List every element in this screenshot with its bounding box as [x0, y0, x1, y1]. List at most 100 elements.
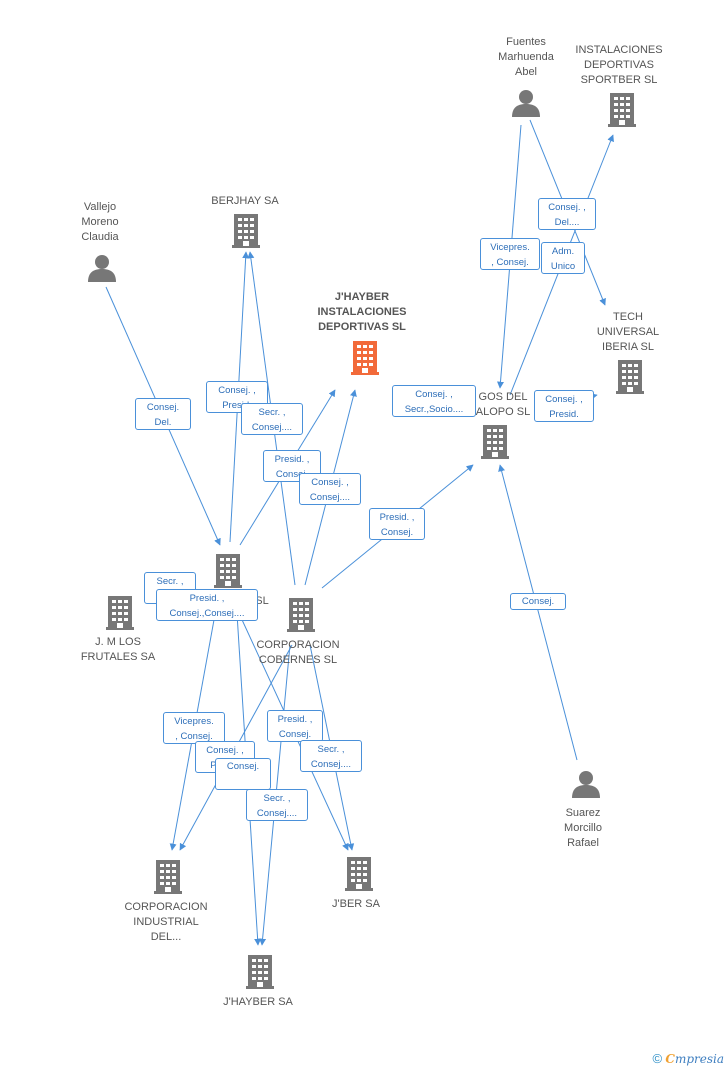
building-icon[interactable]	[232, 214, 260, 248]
node-label-line: J'HAYBER	[334, 291, 390, 303]
relation-role-text: Presid. ,	[379, 512, 415, 523]
relation-role-label[interactable]: Consej. , Del....	[538, 198, 596, 230]
relation-role-label[interactable]: Consej.	[510, 593, 566, 610]
relation-role-text: , Consej.	[175, 731, 213, 742]
node-label-line: INSTALACIONES	[317, 306, 407, 318]
company-name-label[interactable]: TECH UNIVERSAL IBERIA SL	[597, 310, 659, 355]
relation-role-text: Consej. ,	[548, 202, 586, 213]
node-label-line: COBERNES SL	[258, 654, 338, 666]
company-name-label[interactable]: J'BER SA	[332, 897, 380, 912]
relation-role-label[interactable]: Consej. Del.	[135, 398, 191, 430]
relation-role-text: Secr.,Socio....	[404, 404, 464, 415]
node-label-line: DEPORTIVAS	[584, 59, 654, 71]
relation-role-text: Presid.	[222, 400, 252, 411]
node-label-line: Suarez	[565, 807, 601, 819]
company-name-label[interactable]: J'HAYBER SA	[223, 995, 293, 1010]
node-label-line: UNIVERSAL	[596, 326, 660, 338]
node-label-line: TECH	[613, 311, 643, 323]
building-icon[interactable]	[106, 596, 134, 630]
relation-role-text: Consej.	[521, 596, 555, 607]
company-name-label[interactable]: GOS DEL ALOPO SL	[476, 390, 530, 420]
building-icon[interactable]	[608, 93, 636, 127]
relation-role-text: Consej....	[309, 492, 351, 503]
relation-role-text: Adm.	[551, 246, 575, 257]
building-icon[interactable]	[246, 955, 274, 989]
node-label-line: Moreno	[81, 216, 119, 228]
relation-role-text: Secr. ,	[263, 793, 291, 804]
relation-role-text: Consej. ,	[545, 394, 583, 405]
building-icon[interactable]	[481, 425, 509, 459]
relation-role-label[interactable]: Secr. , Consej....	[300, 740, 362, 772]
node-label-line: SL	[255, 595, 269, 607]
building-icon[interactable]	[616, 360, 644, 394]
node-label-line: ALOPO SL	[475, 406, 531, 418]
person-icon[interactable]	[88, 255, 116, 282]
relation-role-text: Vicepres.	[174, 716, 214, 727]
relation-role-text: Del....	[554, 217, 580, 228]
relation-role-text: Presid. ,	[274, 454, 310, 465]
relation-role-text: Consej.	[278, 729, 312, 740]
relation-role-text: Unico	[550, 261, 576, 272]
company-name-label[interactable]: BERJHAY SA	[211, 194, 278, 209]
relation-role-label[interactable]: Secr. , Consej....	[241, 403, 303, 435]
node-label-line: Claudia	[81, 231, 119, 243]
relation-role-text: Consej.	[226, 761, 260, 772]
relation-role-label[interactable]: Consej.	[215, 758, 271, 790]
relation-role-label[interactable]: Adm. Unico	[541, 242, 585, 274]
relation-role-label[interactable]: Presid. , Consej.	[267, 710, 323, 742]
relation-role-label[interactable]: Presid. ,Consej.,Consej....	[156, 589, 258, 621]
relation-role-text: Vicepres.	[490, 242, 530, 253]
relation-role-text: Secr. ,	[156, 576, 184, 587]
person-icon[interactable]	[512, 90, 540, 117]
node-label-line: Vallejo	[83, 201, 117, 213]
relation-role-text: , Consej.	[491, 257, 529, 268]
building-icon[interactable]	[287, 598, 315, 632]
building-icon[interactable]	[351, 341, 379, 375]
node-label-line: CORPORACION	[256, 639, 340, 651]
relation-role-label[interactable]: Secr. ,Consej....	[246, 789, 308, 821]
company-name-label[interactable]: SL	[255, 594, 268, 609]
node-label-line: Abel	[514, 66, 538, 78]
node-label-line: J'HAYBER SA	[223, 996, 293, 1008]
person-icon[interactable]	[572, 771, 600, 798]
relation-role-text: Consej....	[251, 422, 293, 433]
node-label-line: GOS DEL	[478, 391, 528, 403]
brand-logo[interactable]: Cmpresia	[665, 1052, 724, 1066]
relation-role-text: Secr. ,	[317, 744, 345, 755]
relation-role-text: Consej. ,	[218, 385, 256, 396]
relation-role-text: Del.	[154, 417, 172, 428]
edge-line	[498, 464, 578, 761]
node-label-line: IBERIA SL	[602, 341, 654, 353]
building-icon[interactable]	[154, 860, 182, 894]
relation-role-label[interactable]: Vicepres. , Consej.	[480, 238, 540, 270]
node-label-line: INDUSTRIAL	[133, 916, 199, 928]
building-icon[interactable]	[214, 554, 242, 588]
relation-role-text: Secr. ,	[258, 407, 286, 418]
relation-role-text: Consej. ,	[311, 477, 349, 488]
node-label-line: Rafael	[567, 837, 599, 849]
relation-role-text: Consej.	[146, 402, 180, 413]
node-label-line: J. M LOS	[95, 636, 141, 648]
relation-role-text: Presid. ,	[189, 593, 225, 604]
building-icon[interactable]	[345, 857, 373, 891]
relation-role-label[interactable]: Consej. , Secr.,Socio....	[392, 385, 476, 417]
relation-role-text: Consej. ,	[415, 389, 453, 400]
relation-role-text: Consej.	[275, 469, 309, 480]
relation-role-label[interactable]: Vicepres. , Consej.	[163, 712, 225, 744]
relation-role-text: Presid. ,	[277, 714, 313, 725]
relation-role-text: Consej. ,	[206, 745, 244, 756]
company-name-label[interactable]: CORPORACION COBERNES SL	[256, 638, 339, 668]
relation-role-text: Consej....	[310, 759, 352, 770]
relation-role-label[interactable]: Consej. , Consej....	[299, 473, 361, 505]
relation-role-label[interactable]: Consej. ,Presid.	[534, 390, 594, 422]
node-label-line: Morcillo	[564, 822, 602, 834]
relation-role-label[interactable]: Presid. ,Consej.	[369, 508, 425, 540]
node-label-line: INSTALACIONES	[575, 44, 663, 56]
